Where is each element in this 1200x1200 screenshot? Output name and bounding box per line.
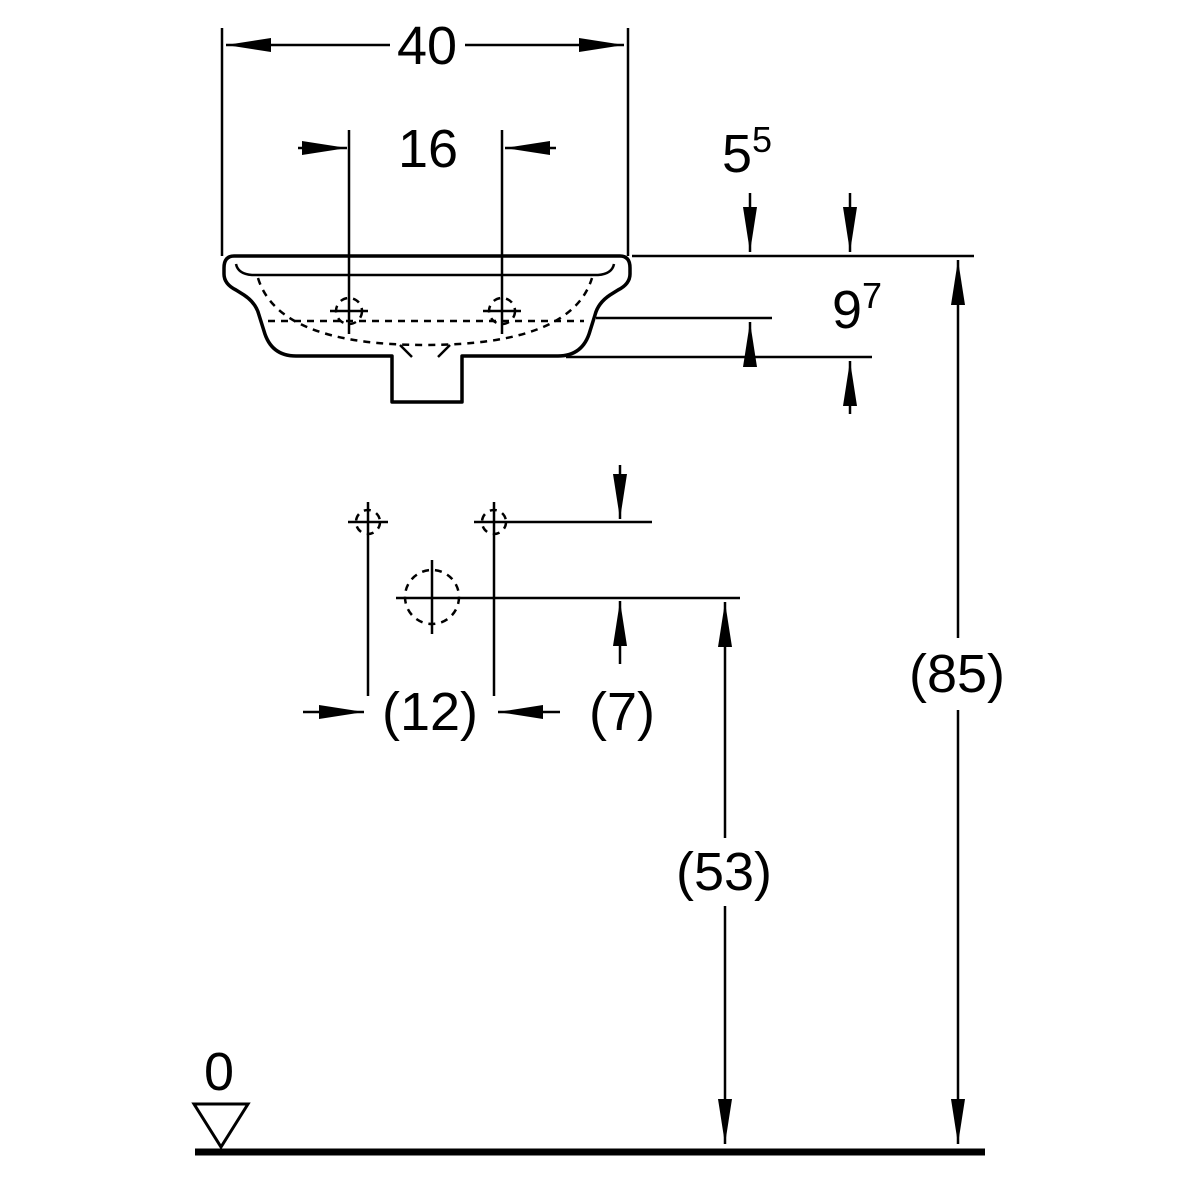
dim-hole-offset-label: (7) xyxy=(589,682,655,742)
basin-funnel-left xyxy=(399,344,413,358)
dim-rim-height-label: (85) xyxy=(909,644,1005,704)
dim-outlet-height-label: (53) xyxy=(676,842,772,902)
basin-rim-inner-edge xyxy=(234,263,616,277)
dim-front-height-upper-label: 55 xyxy=(722,119,772,184)
dim-overall-width-label: 40 xyxy=(397,16,457,76)
basin-bowl-hidden-contour xyxy=(256,277,594,347)
dim-fixing-hole-distance-label: (12) xyxy=(382,682,478,742)
dim-tap-hole-distance-label: 16 xyxy=(398,119,458,179)
basin-outline xyxy=(222,254,632,404)
datum-triangle-symbol xyxy=(191,1102,251,1150)
basin-funnel-right xyxy=(437,344,451,358)
datum-zero-label: 0 xyxy=(204,1042,234,1102)
dim-front-height-total-label: 97 xyxy=(832,275,882,340)
